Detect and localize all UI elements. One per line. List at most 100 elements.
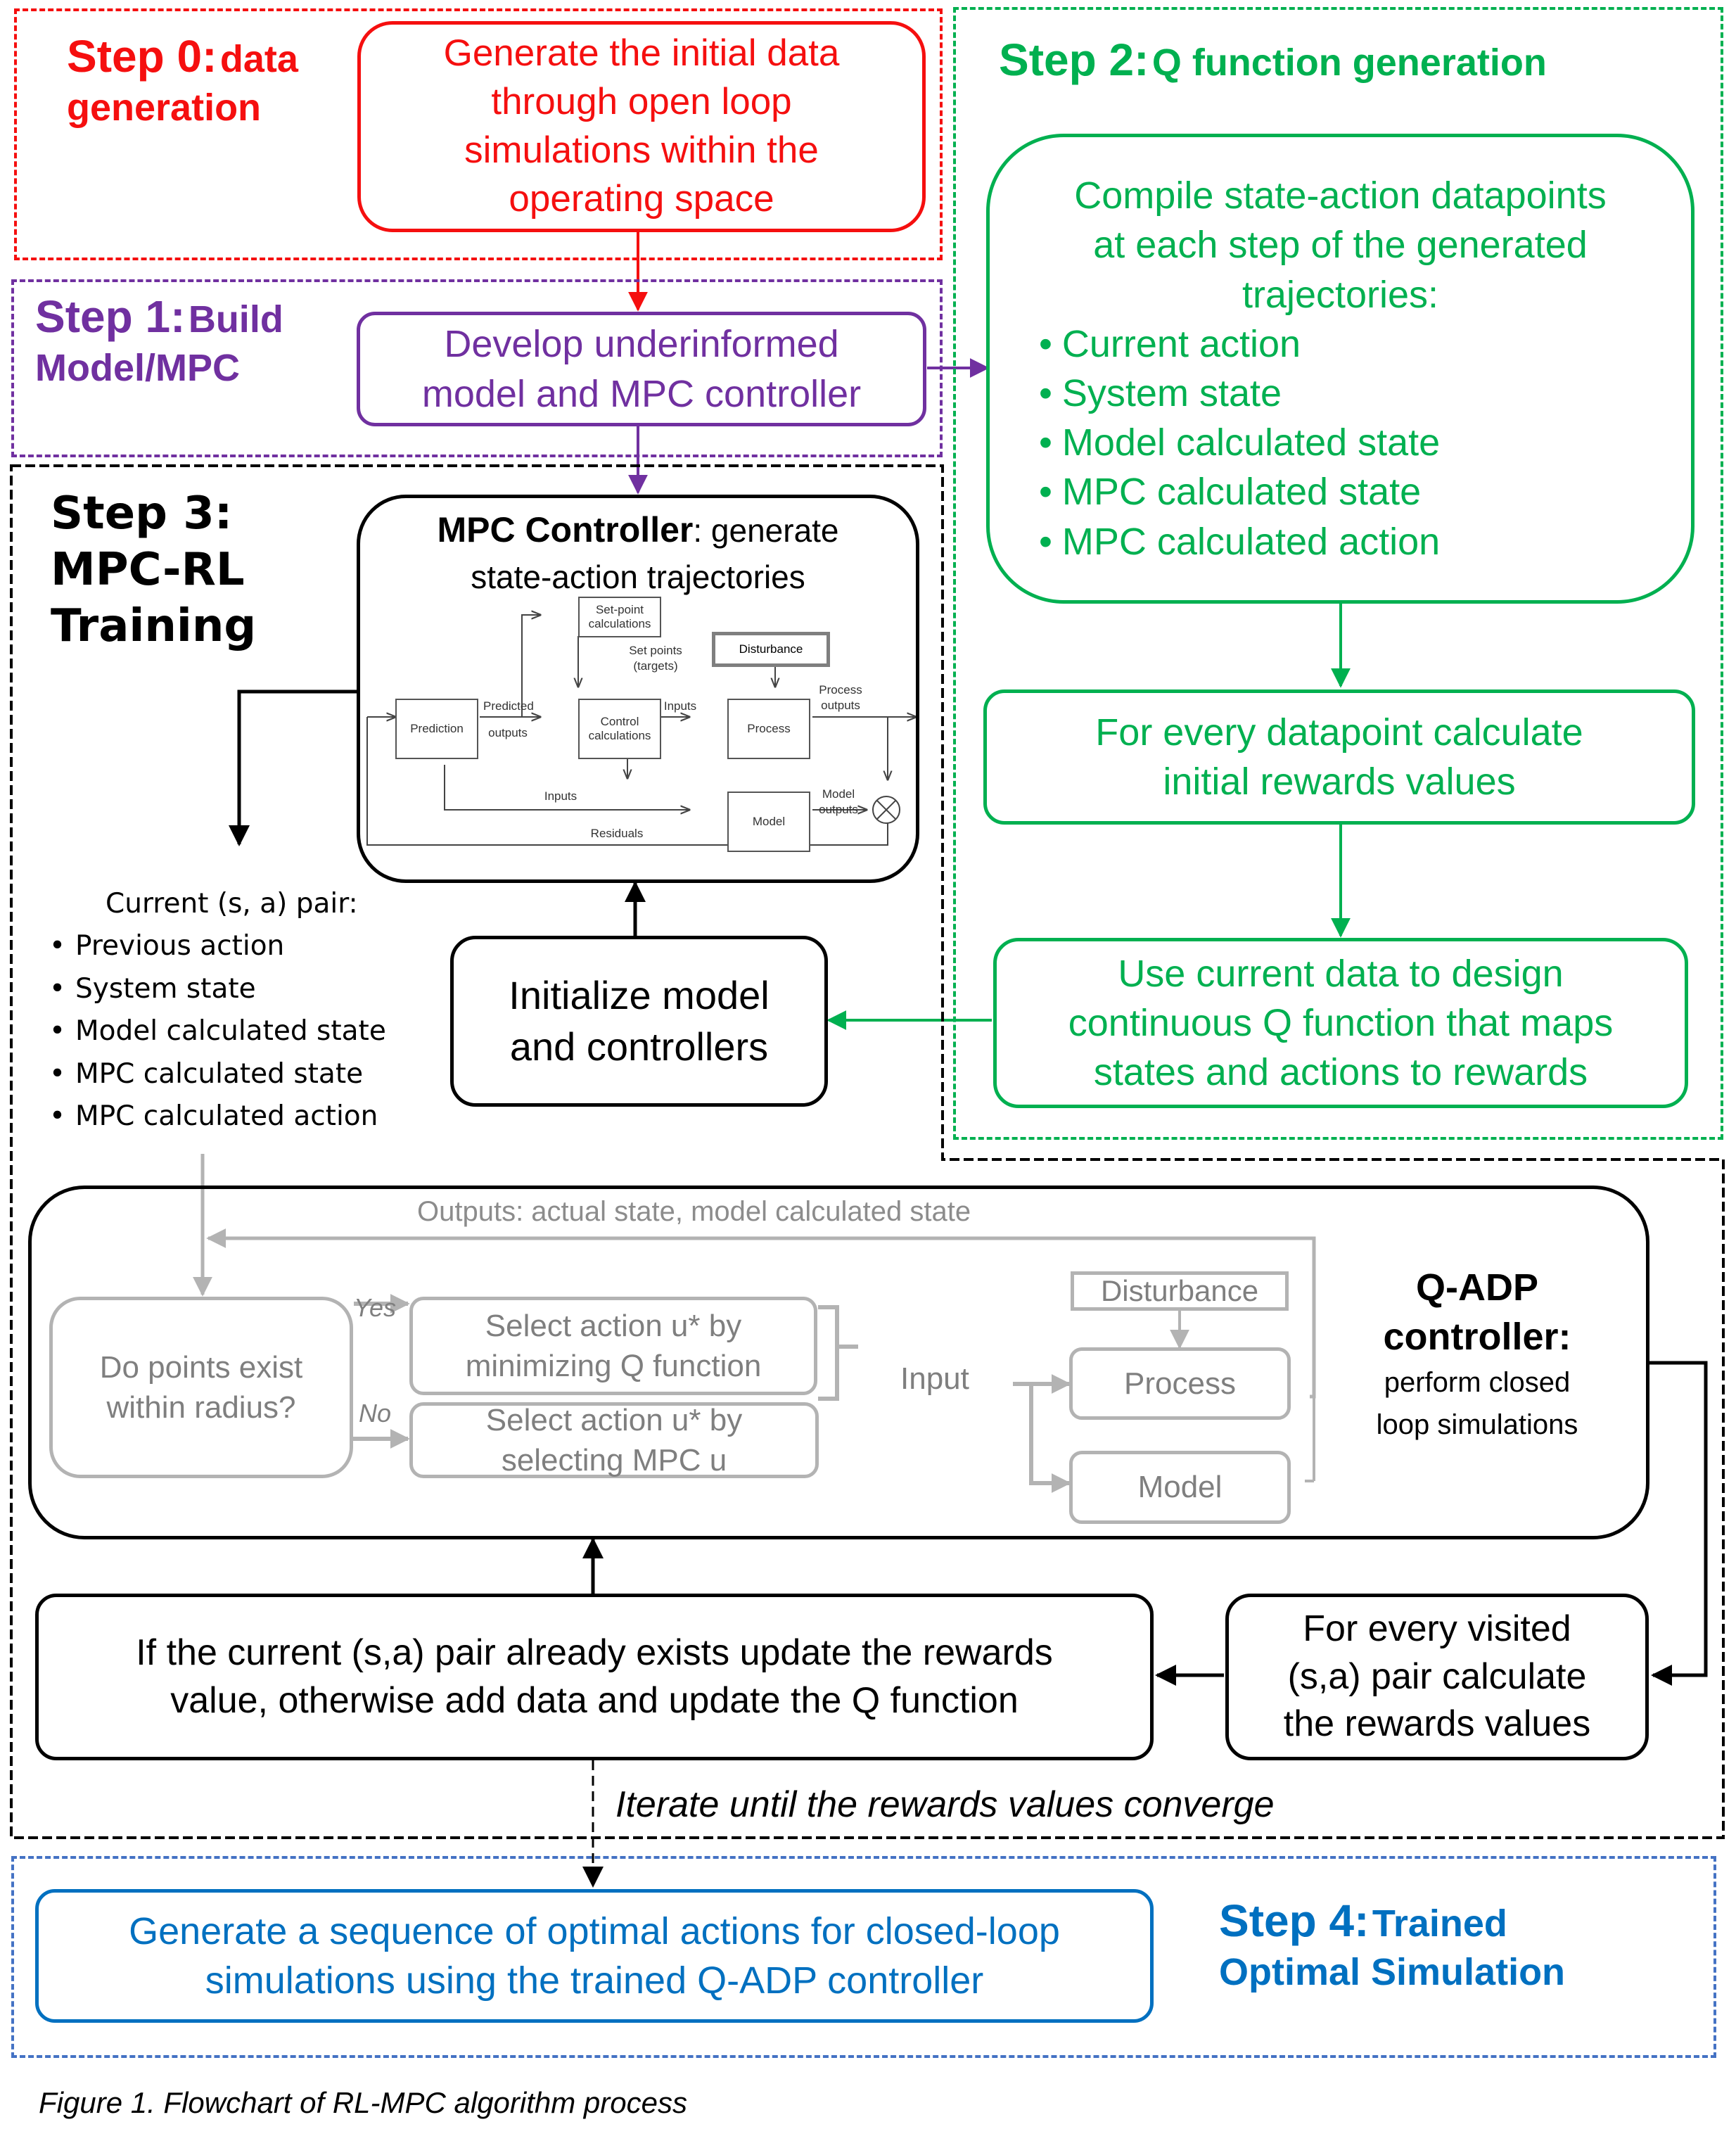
step1-title-bold: Step 1:: [35, 291, 186, 342]
step2-compile-box[interactable]: Compile state-action datapoints at each …: [986, 134, 1694, 604]
compile-line: at each step of the generated: [1093, 224, 1588, 267]
visited-line: For every visited: [1303, 1608, 1571, 1650]
qadp-disturbance-box: Disturbance: [1071, 1271, 1289, 1311]
update-rewards-box[interactable]: If the current (s,a) pair already exists…: [35, 1594, 1154, 1760]
mini-process-outputs-2: outputs: [821, 699, 860, 713]
step4-line: simulations using the trained Q-ADP cont…: [205, 1959, 984, 2002]
rewards-line: initial rewards values: [1163, 761, 1516, 803]
mpc-controller-box[interactable]: MPC Controller: generate state-action tr…: [357, 495, 919, 883]
mpc-title-rest: : generate: [693, 512, 839, 549]
step2-title: Step 2: Q function generation: [999, 32, 1702, 88]
figure-caption: Figure 1. Flowchart of RL-MPC algorithm …: [39, 2086, 687, 2119]
step0-title: Step 0: data generation: [67, 28, 362, 132]
initialize-box[interactable]: Initialize model and controllers: [450, 936, 828, 1107]
step2-design-box[interactable]: Use current data to design continuous Q …: [993, 938, 1688, 1108]
qadp-select-mpc-box[interactable]: Select action u* by selecting MPC u: [409, 1402, 819, 1478]
mini-predicted-label-2: outputs: [488, 726, 528, 739]
mpc-block-diagram: Set-point calculations Set points (targe…: [360, 498, 916, 879]
mini-control-box: Control calculations: [578, 699, 661, 759]
step0-title-rest: data generation: [67, 38, 298, 129]
qadp-title-1: Q-ADP: [1416, 1266, 1538, 1309]
qadp-subtitle-2: loop simulations: [1376, 1409, 1578, 1441]
mini-process-box: Process: [727, 699, 810, 759]
current-pair-item: MPC calculated action: [49, 1095, 443, 1138]
step2-title-rest: Q function generation: [1151, 42, 1547, 84]
current-pair-item: Previous action: [49, 925, 443, 967]
step4-title: Step 4: Trained Optimal Simulation: [1219, 1893, 1697, 1997]
step1-title-rest: Build Model/MPC: [35, 298, 283, 389]
compile-item: Model calculated state: [1039, 418, 1440, 467]
qadp-model-label: Model: [1137, 1470, 1223, 1504]
qadp-decision-box[interactable]: Do points exist within radius?: [49, 1297, 353, 1478]
step4-title-rest-1: Trained: [1372, 1902, 1507, 1945]
current-pair-list: Previous action System state Model calcu…: [49, 925, 443, 1138]
qadp-yes-label: Yes: [354, 1293, 397, 1322]
step4-generate-box[interactable]: Generate a sequence of optimal actions f…: [35, 1889, 1154, 2023]
step3-title-line: Training: [51, 600, 257, 652]
step3-title-line: Step 3:: [51, 488, 233, 540]
current-pair-item: System state: [49, 968, 443, 1010]
mpc-diagram-lines: [366, 498, 916, 846]
mpc-title-line2: state-action trajectories: [471, 559, 805, 595]
arrow-mpc-to-current-pair: [229, 689, 357, 846]
mini-predicted-label-1: Predicted: [483, 699, 534, 713]
design-line: states and actions to rewards: [1093, 1051, 1588, 1094]
current-pair-heading: Current (s, a) pair:: [106, 888, 358, 920]
visited-rewards-box[interactable]: For every visited (s,a) pair calculate t…: [1225, 1594, 1649, 1760]
qadp-title: Q-ADP controller: perform closed loop si…: [1336, 1263, 1618, 1446]
initialize-line: and controllers: [509, 1024, 769, 1069]
qadp-model-box[interactable]: Model: [1069, 1451, 1291, 1524]
arrow-qadp-to-visited: [1649, 1361, 1708, 1686]
current-pair-item: MPC calculated state: [49, 1053, 443, 1095]
step1-line: model and MPC controller: [421, 372, 862, 415]
mini-model-box: Model: [727, 792, 810, 852]
step4-region: [11, 1856, 1716, 2058]
current-pair-block: Current (s, a) pair: Previous action Sys…: [49, 883, 443, 1138]
qadp-input-label: Input: [900, 1361, 969, 1396]
rewards-line: For every datapoint calculate: [1095, 711, 1583, 754]
qadp-controller-box[interactable]: [28, 1186, 1649, 1539]
step0-generate-box[interactable]: Generate the initial data through open l…: [357, 21, 926, 232]
qadp-process-box[interactable]: Process: [1069, 1347, 1291, 1420]
qadp-process-label: Process: [1124, 1366, 1236, 1401]
compile-item: MPC calculated action: [1039, 517, 1440, 566]
mini-inputs-bottom-label: Inputs: [544, 789, 577, 803]
select-mpc-line: selecting MPC u: [501, 1443, 727, 1477]
decision-line: Do points exist: [99, 1349, 303, 1385]
step2-rewards-box[interactable]: For every datapoint calculate initial re…: [983, 689, 1695, 825]
mini-setpoints-label-2: (targets): [633, 659, 678, 673]
step1-develop-box[interactable]: Develop underinformed model and MPC cont…: [357, 312, 926, 426]
qadp-no-label: No: [359, 1399, 392, 1428]
design-line: Use current data to design: [1118, 952, 1564, 995]
mini-process-outputs-1: Process: [819, 683, 862, 697]
mini-setpoints-label-1: Set points: [629, 644, 682, 657]
decision-line: within radius?: [106, 1390, 296, 1425]
step4-line: Generate a sequence of optimal actions f…: [129, 1909, 1060, 1952]
qadp-title-2: controller:: [1383, 1316, 1571, 1359]
step0-region: [14, 8, 943, 260]
mini-model-outputs-label: Model outputs: [816, 787, 861, 818]
mini-process-outputs-label: Process outputs: [816, 682, 865, 713]
step4-title-bold: Step 4:: [1219, 1895, 1370, 1946]
step0-line: simulations within the: [464, 129, 819, 171]
select-mpc-line: Select action u* by: [485, 1402, 743, 1437]
select-q-line: Select action u* by: [485, 1308, 742, 1343]
step1-line: Develop underinformed: [444, 323, 839, 366]
mpc-title-bold: MPC Controller: [437, 510, 694, 549]
step4-title-rest-2: Optimal Simulation: [1219, 1951, 1566, 1993]
mini-disturbance-box: Disturbance: [712, 632, 830, 667]
compile-line: Compile state-action datapoints: [1074, 174, 1607, 217]
compile-items-list: Current action System state Model calcul…: [1039, 319, 1440, 566]
mini-setpoint-box: Set-point calculations: [578, 597, 661, 637]
step1-title: Step 1: Build Model/MPC: [35, 288, 338, 393]
compile-item: Current action: [1039, 319, 1440, 369]
qadp-select-q-box[interactable]: Select action u* by minimizing Q functio…: [409, 1297, 817, 1395]
qadp-subtitle-1: perform closed: [1384, 1367, 1571, 1399]
design-line: continuous Q function that maps: [1068, 1001, 1614, 1044]
step3-title-line: MPC-RL: [51, 544, 245, 596]
current-pair-item: Model calculated state: [49, 1010, 443, 1053]
step0-line: through open loop: [491, 81, 792, 123]
update-line: value, otherwise add data and update the…: [170, 1679, 1019, 1721]
iterate-label: Iterate until the rewards values converg…: [615, 1784, 1275, 1825]
compile-item: MPC calculated state: [1039, 467, 1440, 516]
